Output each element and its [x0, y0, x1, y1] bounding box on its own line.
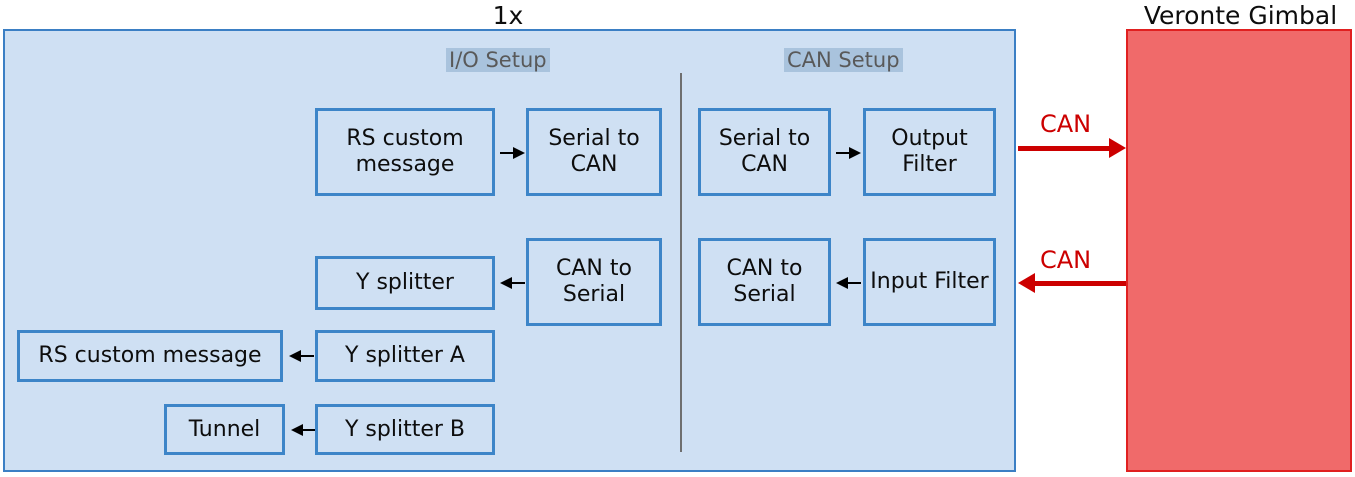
section-label-can-setup: CAN Setup — [784, 48, 903, 73]
node-y-splitter-a[interactable]: Y splitter A — [315, 330, 495, 382]
arrow-input-filter-to-can-to-serial — [836, 277, 861, 289]
node-can-to-serial-io[interactable]: CAN to Serial — [526, 238, 662, 326]
gimbal-title: Veronte Gimbal — [1143, 1, 1338, 30]
node-tunnel[interactable]: Tunnel — [164, 404, 285, 455]
unit-panel — [3, 29, 1016, 472]
arrow-y-splitter-a-to-rs-custom-message — [289, 350, 314, 362]
arrow-serial-to-can-to-output-filter — [836, 147, 861, 159]
section-divider — [680, 73, 682, 452]
arrow-can-out-to-gimbal — [1018, 138, 1126, 158]
node-y-splitter[interactable]: Y splitter — [315, 256, 495, 310]
node-rs-custom-message-tx[interactable]: RS custom message — [315, 108, 495, 196]
arrow-can-to-serial-to-y-splitter — [500, 277, 525, 289]
node-serial-to-can-canside[interactable]: Serial to CAN — [698, 108, 831, 196]
arrow-can-in-from-gimbal — [1018, 273, 1126, 293]
node-rs-custom-message-rx[interactable]: RS custom message — [17, 330, 283, 382]
arrow-rs-custom-message-to-serial-to-can — [500, 147, 525, 159]
unit-title: 1x — [492, 1, 524, 30]
node-can-to-serial-canside[interactable]: CAN to Serial — [698, 238, 831, 326]
link-label-can-in: CAN — [1040, 246, 1092, 274]
node-output-filter[interactable]: Output Filter — [863, 108, 996, 196]
node-y-splitter-b[interactable]: Y splitter B — [315, 404, 495, 455]
arrow-y-splitter-b-to-tunnel — [291, 424, 316, 436]
node-input-filter[interactable]: Input Filter — [863, 238, 996, 326]
section-label-io-setup: I/O Setup — [446, 48, 550, 73]
gimbal-panel — [1126, 29, 1352, 472]
link-label-can-out: CAN — [1040, 110, 1092, 138]
node-serial-to-can-io[interactable]: Serial to CAN — [526, 108, 662, 196]
